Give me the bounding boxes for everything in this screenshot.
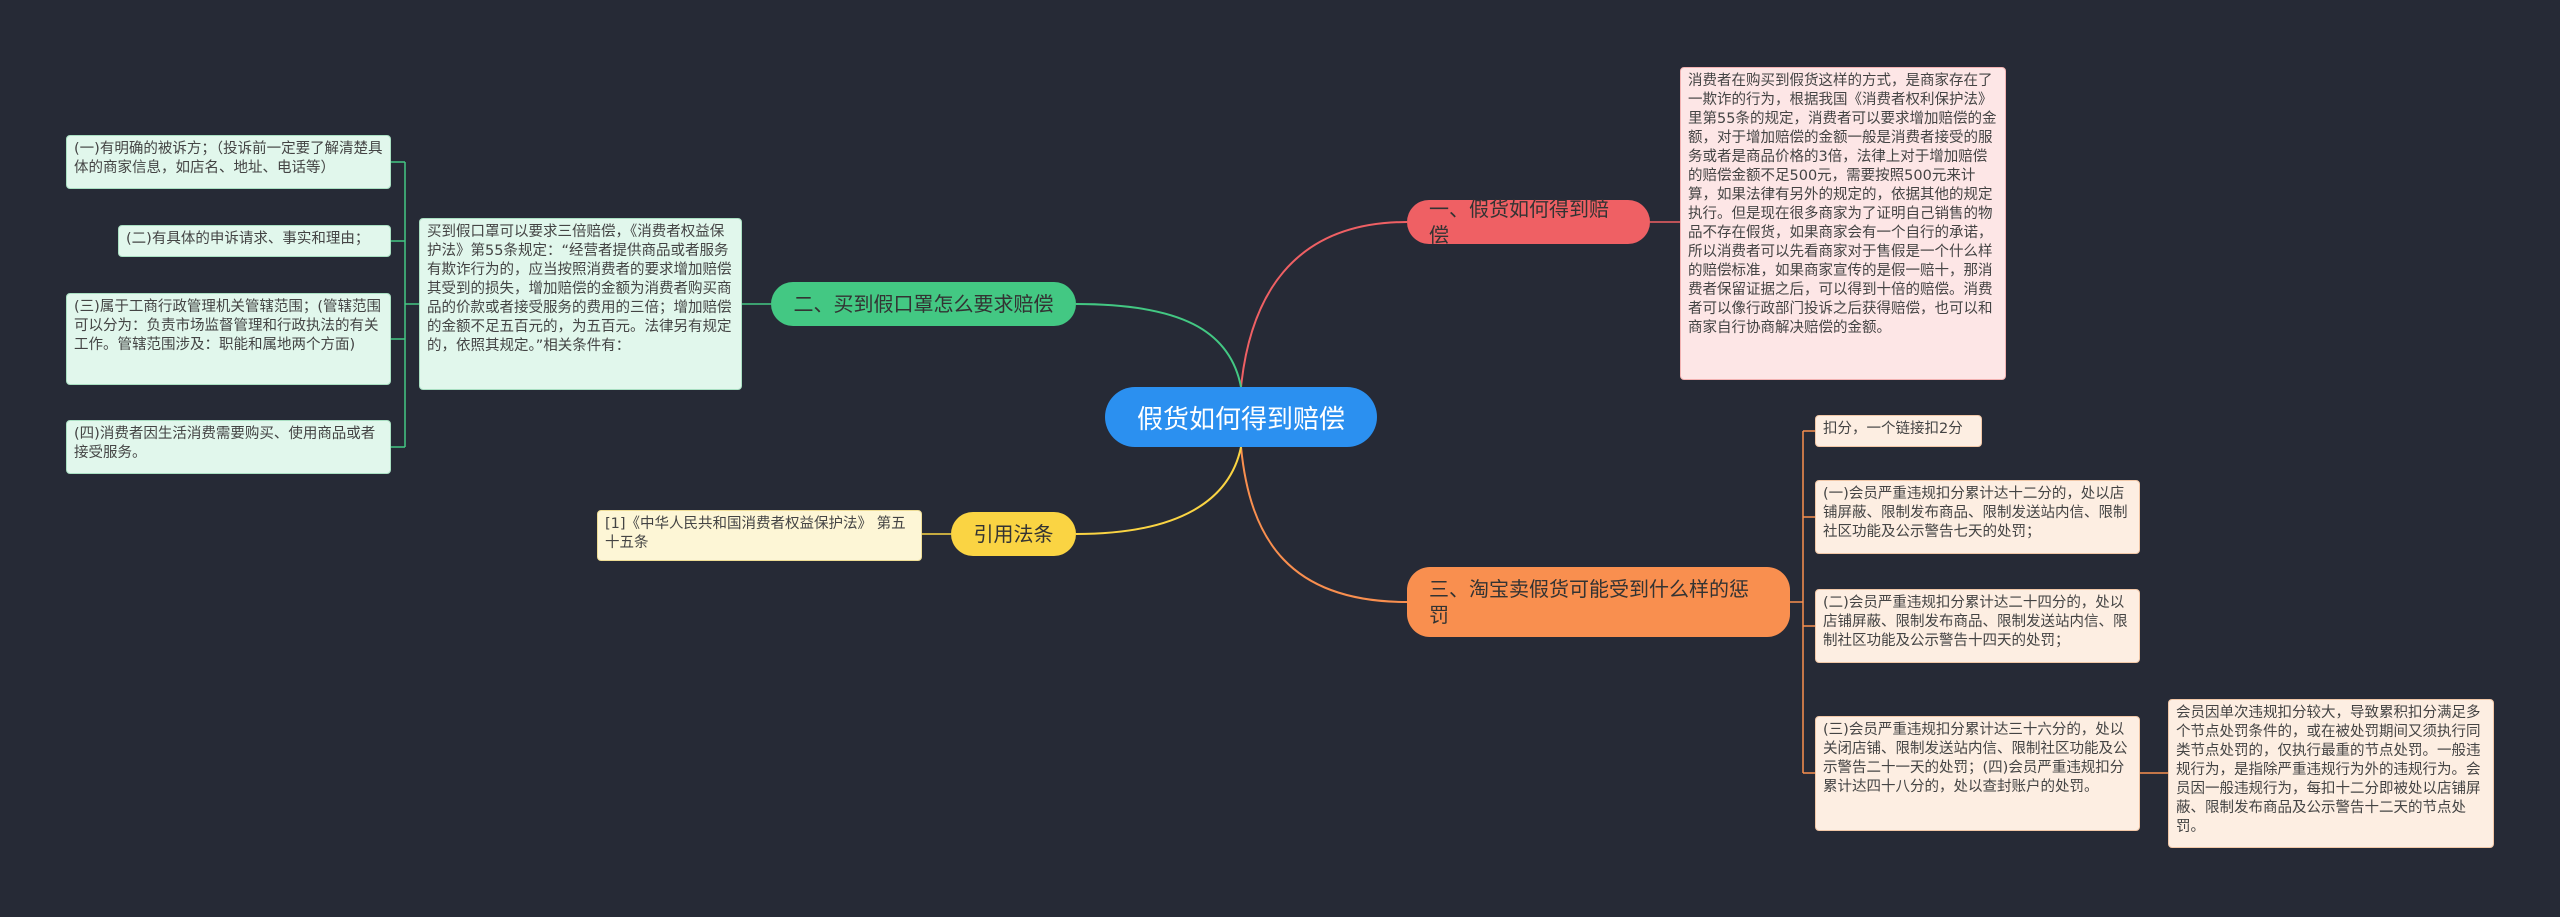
branch-how-to-get-compensation[interactable]: 一、假货如何得到赔偿 [1407,197,1650,247]
orange-penalty-4: (三)会员严重违规扣分累计达三十六分的，处以关闭店铺、限制发送站内信、限制社区功… [1815,716,2140,831]
link-green-items [391,161,419,448]
orange-penalty-3: (二)会员严重违规扣分累计达二十四分的，处以店铺屏蔽、限制发布商品、限制发送站内… [1815,589,2140,663]
orange-penalty-2: (一)会员严重违规扣分累计达十二分的，处以店铺屏蔽、限制发布商品、限制发送站内信… [1815,480,2140,554]
green-condition-2: (二)有具体的申诉请求、事实和理由； [118,225,391,257]
branch-taobao-penalty[interactable]: 三、淘宝卖假货可能受到什么样的惩罚 [1407,567,1790,637]
yellow-law-reference: [1]《中华人民共和国消费者权益保护法》 第五十五条 [597,510,922,561]
link-root-red [1240,221,1408,388]
root-topic[interactable]: 假货如何得到赔偿 [1105,387,1377,447]
link-orange-items [1790,430,1815,774]
orange-penalty-1: 扣分，一个链接扣2分 [1815,415,1982,447]
green-condition-4: (四)消费者因生活消费需要购买、使用商品或者接受服务。 [66,420,391,474]
link-root-orange [1240,446,1408,603]
orange-penalty-subnote: 会员因单次违规扣分较大，导致累积扣分满足多个节点处罚条件的，或在被处罚期间又须执… [2168,699,2494,848]
green-condition-1: (一)有明确的被诉方；（投诉前一定要了解清楚具体的商家信息，如店名、地址、电话等… [66,135,391,189]
branch-cited-law[interactable]: 引用法条 [951,512,1076,556]
red-detail-text: 消费者在购买到假货这样的方式，是商家存在了一欺诈的行为，根据我国《消费者权利保护… [1680,67,2006,380]
branch-fake-mask-compensation[interactable]: 二、买到假口罩怎么要求赔偿 [771,282,1076,326]
link-root-yellow [1075,446,1242,535]
link-root-green [1075,303,1242,388]
green-detail-text: 买到假口罩可以要求三倍赔偿，《消费者权益保护法》第55条规定：“经营者提供商品或… [419,218,742,390]
green-condition-3: (三)属于工商行政管理机关管辖范围；(管辖范围可以分为：负责市场监督管理和行政执… [66,293,391,385]
